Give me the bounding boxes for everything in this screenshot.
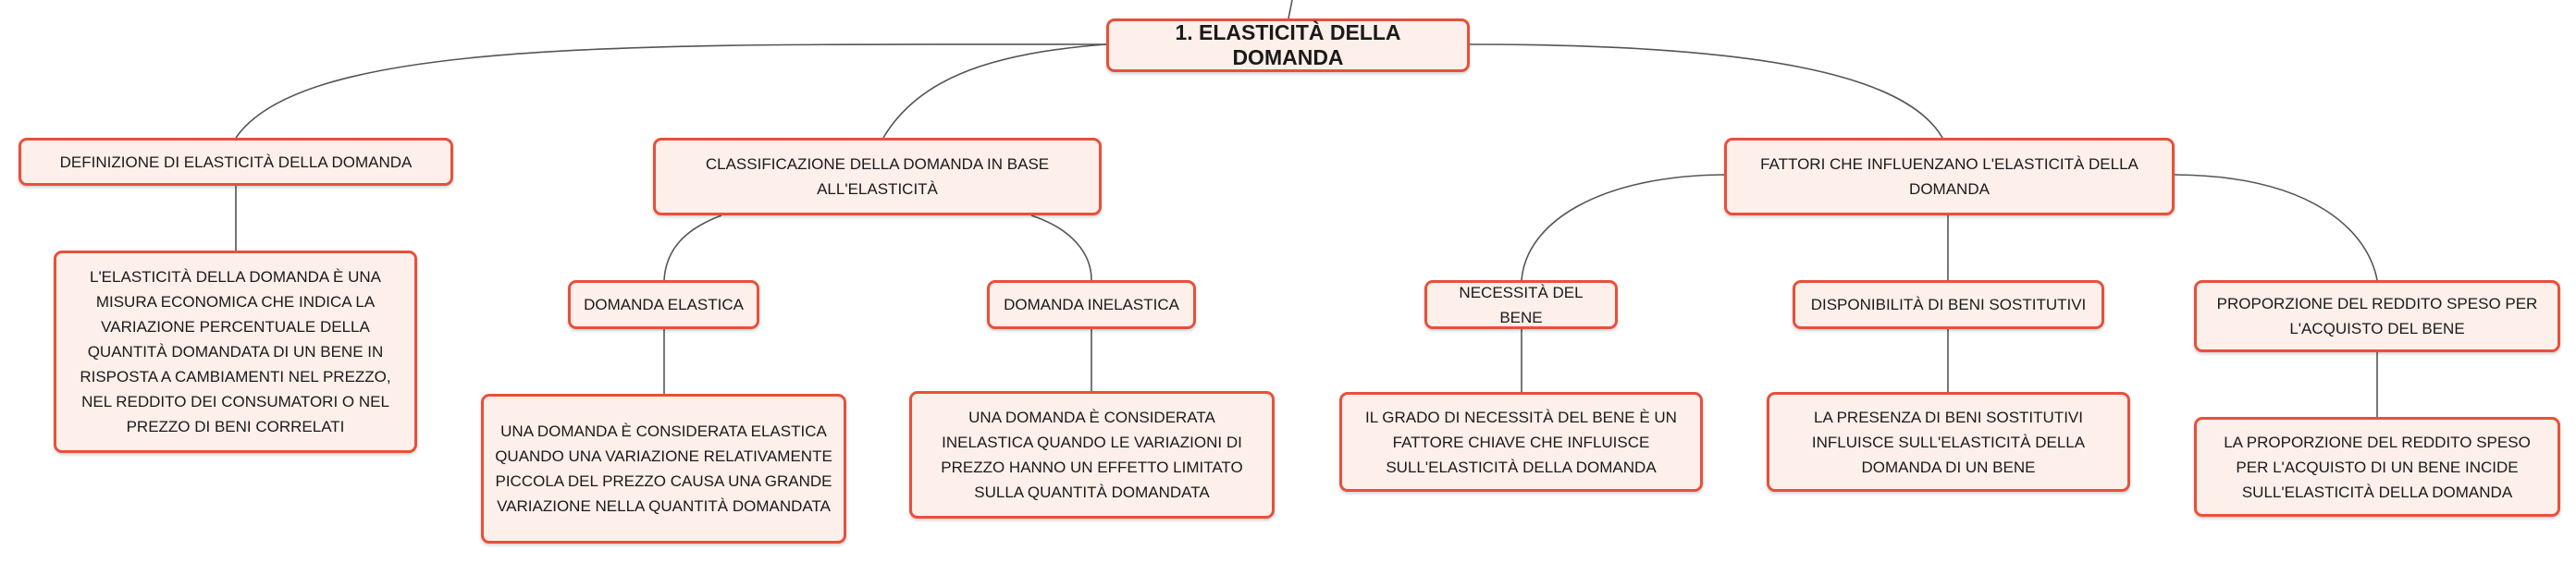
edge-fattori-necessita (1521, 174, 1725, 281)
detail-beni-sostitutivi[interactable]: LA PRESENZA DI BENI SOSTITUTIVI INFLUISC… (1767, 392, 2130, 492)
edge-classificazione-inelastica (1030, 214, 1092, 281)
branch-classificazione[interactable]: CLASSIFICAZIONE DELLA DOMANDA IN BASE AL… (653, 138, 1102, 215)
root-node[interactable]: 1. ELASTICITÀ DELLA DOMANDA (1106, 18, 1470, 72)
branch-definizione[interactable]: DEFINIZIONE DI ELASTICITÀ DELLA DOMANDA (18, 138, 453, 186)
edge-fattori-proporzione (2174, 174, 2378, 281)
detail-necessita-bene[interactable]: IL GRADO DI NECESSITÀ DEL BENE È UN FATT… (1339, 392, 1703, 492)
branch-fattori[interactable]: FATTORI CHE INFLUENZANO L'ELASTICITÀ DEL… (1724, 138, 2175, 215)
edge-root-definizione (235, 43, 1107, 139)
node-proporzione-reddito[interactable]: PROPORZIONE DEL REDDITO SPESO PER L'ACQU… (2194, 280, 2560, 352)
node-domanda-inelastica[interactable]: DOMANDA INELASTICA (987, 280, 1196, 329)
edge-root-classificazione (882, 43, 1107, 139)
node-beni-sostitutivi[interactable]: DISPONIBILITÀ DI BENI SOSTITUTIVI (1793, 280, 2104, 329)
detail-definizione[interactable]: L'ELASTICITÀ DELLA DOMANDA È UNA MISURA … (54, 251, 417, 453)
edge-classificazione-elastica (663, 214, 722, 281)
detail-domanda-elastica[interactable]: UNA DOMANDA È CONSIDERATA ELASTICA QUAND… (481, 394, 846, 544)
detail-domanda-inelastica[interactable]: UNA DOMANDA È CONSIDERATA INELASTICA QUA… (909, 391, 1275, 519)
edge-root-up (1288, 0, 1293, 19)
detail-proporzione-reddito[interactable]: LA PROPORZIONE DEL REDDITO SPESO PER L'A… (2194, 417, 2560, 517)
edge-root-fattori (1469, 43, 1943, 139)
node-domanda-elastica[interactable]: DOMANDA ELASTICA (568, 280, 759, 329)
node-necessita-bene[interactable]: NECESSITÀ DEL BENE (1424, 280, 1618, 329)
